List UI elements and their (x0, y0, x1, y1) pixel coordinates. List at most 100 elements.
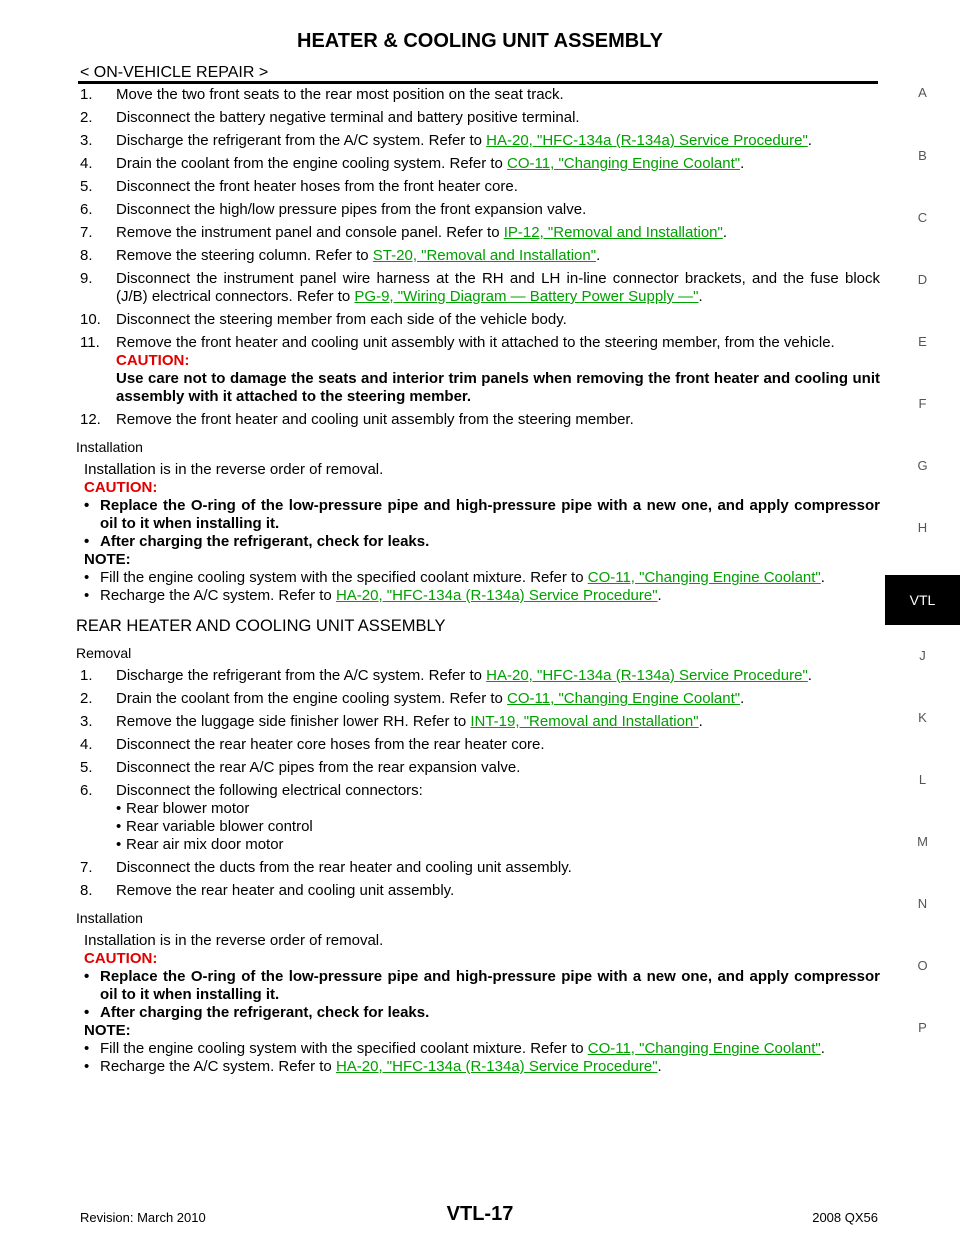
reference-link[interactable]: HA-20, "HFC-134a (R-134a) Service Proced… (486, 667, 808, 684)
list-item: 9.Disconnect the instrument panel wire h… (80, 270, 880, 306)
step-text-end: . (596, 247, 601, 264)
list-item: 8.Remove the rear heater and cooling uni… (80, 882, 880, 900)
reference-link[interactable]: CO-11, "Changing Engine Coolant" (507, 690, 741, 707)
step-number: 1. (80, 667, 93, 684)
step-text: Discharge the refrigerant from the A/C s… (116, 132, 487, 149)
step-text: Disconnect the ducts from the rear heate… (116, 859, 572, 876)
list-item: 11.Remove the front heater and cooling u… (80, 334, 880, 406)
step-text: Disconnect the front heater hoses from t… (116, 178, 518, 195)
step-number: 5. (80, 759, 93, 776)
side-tab-o[interactable]: O (917, 958, 928, 973)
page-title: HEATER & COOLING UNIT ASSEMBLY (297, 30, 663, 52)
front-note-2-link[interactable]: HA-20, "HFC-134a (R-134a) Service Proced… (335, 587, 658, 604)
main-content: 1. Move the two front seats to the rear m… (76, 86, 880, 1076)
side-tab-p[interactable]: P (918, 1020, 927, 1035)
step-number: 5. (80, 178, 93, 195)
step-number: 1. (80, 86, 93, 103)
rear-note-1-link[interactable]: CO-11, "Changing Engine Coolant" (587, 1040, 821, 1057)
footer-model: 2008 QX56 (812, 1210, 878, 1225)
front-note-1-link[interactable]: CO-11, "Changing Engine Coolant" (587, 569, 821, 586)
reference-link[interactable]: IP-12, "Removal and Installation" (503, 224, 723, 241)
step-text: Disconnect the steering member from each… (116, 311, 567, 328)
rear-caution-1: •Replace the O-ring of the low-pressure … (84, 968, 880, 1003)
step-number: 2. (80, 109, 93, 126)
sub-list-item: •Rear variable blower control (116, 818, 313, 835)
list-item: 7.Disconnect the ducts from the rear hea… (80, 859, 880, 877)
side-tab-a[interactable]: A (918, 85, 927, 100)
step-number: 8. (80, 247, 93, 264)
rear-installation-intro: Installation is in the reverse order of … (84, 932, 384, 949)
step-number: 3. (80, 132, 93, 149)
rear-removal-heading: Removal (76, 645, 132, 661)
rear-note-label: NOTE: (84, 1022, 131, 1039)
step-text: Remove the rear heater and cooling unit … (116, 882, 455, 899)
front-caution-label: CAUTION: (84, 479, 158, 496)
step-text-end: . (740, 690, 745, 707)
front-installation-block: Installation is in the reverse order of … (80, 461, 880, 605)
footer-revision: Revision: March 2010 (80, 1210, 206, 1225)
reference-link[interactable]: HA-20, "HFC-134a (R-134a) Service Proced… (486, 132, 808, 149)
step-text: Disconnect the following electrical conn… (116, 782, 423, 799)
front-note-1: •Fill the engine cooling system with the… (84, 569, 825, 586)
step-text: Discharge the refrigerant from the A/C s… (116, 667, 487, 684)
front-removal-steps: 1. Move the two front seats to the rear m… (80, 86, 880, 429)
step-text: Move the two front seats to the rear mos… (116, 86, 564, 103)
step-number: 10. (80, 311, 101, 328)
side-tab-j[interactable]: J (919, 648, 926, 663)
step-number: 6. (80, 782, 93, 799)
step-number: 9. (80, 270, 93, 287)
step-text: Disconnect the battery negative terminal… (116, 109, 580, 126)
side-tab-h[interactable]: H (917, 520, 928, 535)
side-tab-e[interactable]: E (918, 334, 927, 349)
list-item: 2.Drain the coolant from the engine cool… (80, 690, 880, 708)
side-tab-k[interactable]: K (918, 710, 927, 725)
list-item: 2. Disconnect the battery negative termin… (80, 109, 880, 127)
rear-installation-heading: Installation (76, 910, 143, 926)
step-text: Disconnect the high/low pressure pipes f… (116, 201, 587, 218)
rear-note-2-link[interactable]: HA-20, "HFC-134a (R-134a) Service Proced… (335, 1058, 658, 1075)
sub-list-item: •Rear blower motor (116, 800, 250, 817)
list-item: 5. Disconnect the front heater hoses from… (80, 178, 880, 196)
list-item: 1. Move the two front seats to the rear m… (80, 86, 880, 104)
list-item: 5. Disconnect the rear A/C pipes from the… (80, 759, 880, 777)
step-text: Remove the instrument panel and console … (116, 224, 504, 241)
reference-link[interactable]: CO-11, "Changing Engine Coolant" (507, 155, 741, 172)
caution-text: Use care not to damage the seats and int… (116, 370, 880, 405)
list-item: 3.Remove the luggage side finisher lower… (80, 713, 880, 731)
section-subtitle: < ON-VEHICLE REPAIR > (80, 64, 269, 81)
side-tab-c[interactable]: C (917, 210, 928, 225)
rear-note-1: •Fill the engine cooling system with the… (84, 1040, 825, 1057)
list-item: 4.Drain the coolant from the engine cool… (80, 155, 880, 173)
side-tab-f[interactable]: F (918, 396, 927, 411)
caution-label: CAUTION: (116, 352, 190, 369)
side-tab-vtl[interactable]: VTL (885, 575, 960, 625)
front-caution-2: •After charging the refrigerant, check f… (84, 533, 430, 550)
step-text: Disconnect the rear A/C pipes from the r… (116, 759, 521, 776)
reference-link[interactable]: PG-9, "Wiring Diagram — Battery Power Su… (354, 288, 699, 305)
list-item: 3. Discharge the refrigerant from the A/C… (80, 132, 880, 150)
page-number: VTL-17 (446, 1203, 514, 1225)
side-tab-n[interactable]: N (917, 896, 928, 911)
step-text-end: . (722, 224, 728, 241)
rear-removal-steps: 1. Discharge the refrigerant from the A/C… (80, 667, 880, 900)
side-tab-d[interactable]: D (917, 272, 928, 287)
sub-list-item: •Rear air mix door motor (116, 836, 284, 853)
step-number: 2. (80, 690, 93, 707)
front-caution-1: •Replace the O-ring of the low-pressure … (84, 497, 880, 532)
list-item: 12.Remove the front heater and cooling u… (80, 411, 880, 429)
side-tab-m[interactable]: M (917, 834, 928, 849)
reference-link[interactable]: INT-19, "Removal and Installation" (470, 713, 699, 730)
header-rule (78, 81, 878, 84)
front-note-2: •Recharge the A/C system. Refer to HA-20… (84, 587, 662, 604)
side-tab-b[interactable]: B (918, 148, 927, 163)
rear-caution-label: CAUTION: (84, 950, 158, 967)
step-text-end: . (740, 155, 745, 172)
rear-section-heading: REAR HEATER AND COOLING UNIT ASSEMBLY (76, 617, 446, 635)
reference-link[interactable]: ST-20, "Removal and Installation" (372, 247, 597, 264)
side-tab-g[interactable]: G (917, 458, 928, 473)
rear-caution-2: •After charging the refrigerant, check f… (84, 1004, 430, 1021)
side-tab-l[interactable]: L (918, 772, 927, 787)
list-item: 10. Disconnect the steering member from e… (80, 311, 880, 329)
step-text: Drain the coolant from the engine coolin… (116, 155, 508, 172)
step-text: Remove the steering column. Refer to (116, 247, 373, 264)
